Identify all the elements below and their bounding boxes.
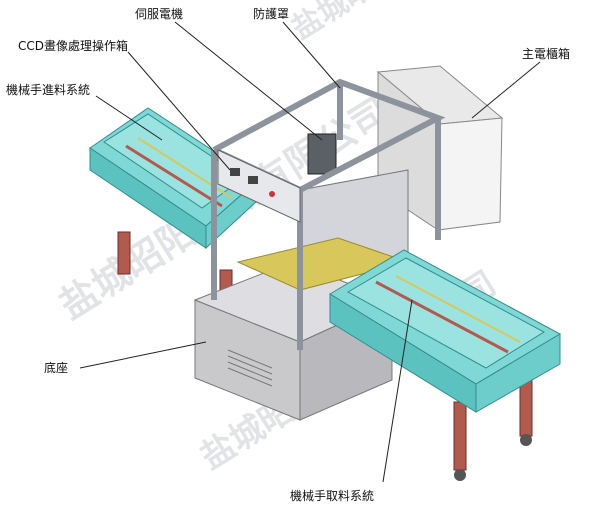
leader-lines	[79, 21, 541, 483]
label-servo-motor: 伺服電機	[135, 6, 183, 21]
label-electric-cabinet: 主電櫃箱	[522, 46, 570, 61]
label-ccd-box: CCD畫像處理操作箱	[18, 38, 128, 53]
work-chamber	[236, 133, 410, 291]
label-take-system: 機械手取料系統	[290, 488, 374, 503]
take-conveyor	[329, 249, 562, 481]
ccd-operation-box	[217, 149, 301, 223]
label-feed-system: 機械手進料系統	[6, 82, 90, 97]
watermark-line-3: 盐城昭阳机械有限公司	[286, 0, 559, 47]
label-base: 底座	[44, 360, 68, 375]
label-guard-cover: 防護罩	[253, 6, 289, 21]
callout-labels: 伺服電機 防護罩 CCD畫像處理操作箱 機械手進料系統 主電櫃箱 底座 機械手取…	[6, 6, 570, 503]
